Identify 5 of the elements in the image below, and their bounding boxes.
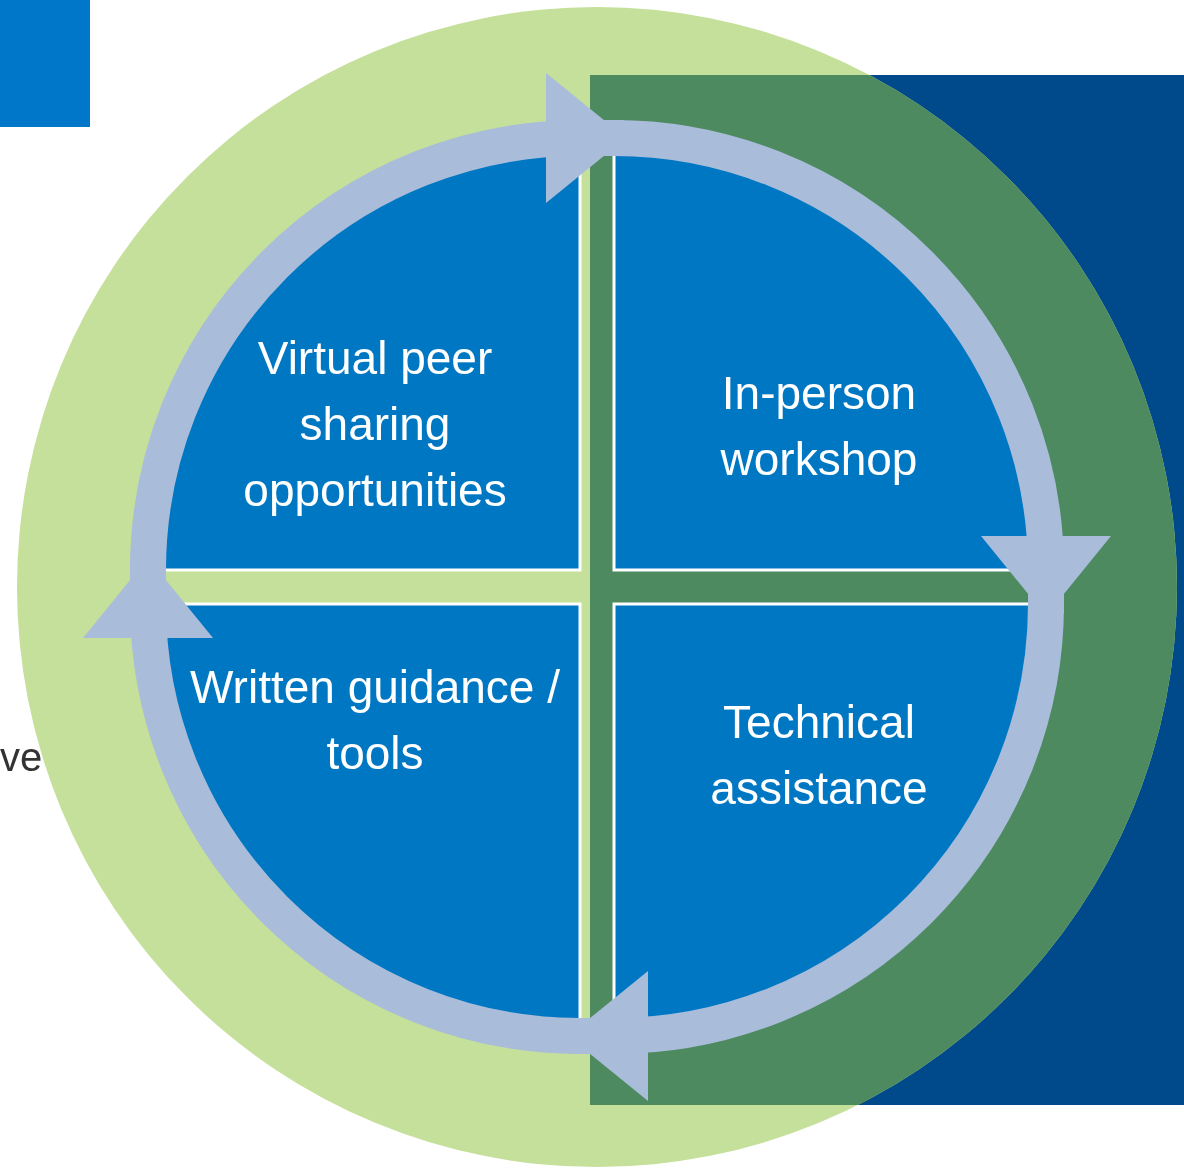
note-text: ve [0, 735, 43, 780]
quadrant-label: Written guidance / tools [189, 660, 561, 781]
quadrant-label: Virtual peer sharing opportunities [242, 331, 508, 518]
quadrant-label: Technical assistance [709, 695, 929, 816]
quadrant-label: In-person workshop [719, 366, 919, 487]
